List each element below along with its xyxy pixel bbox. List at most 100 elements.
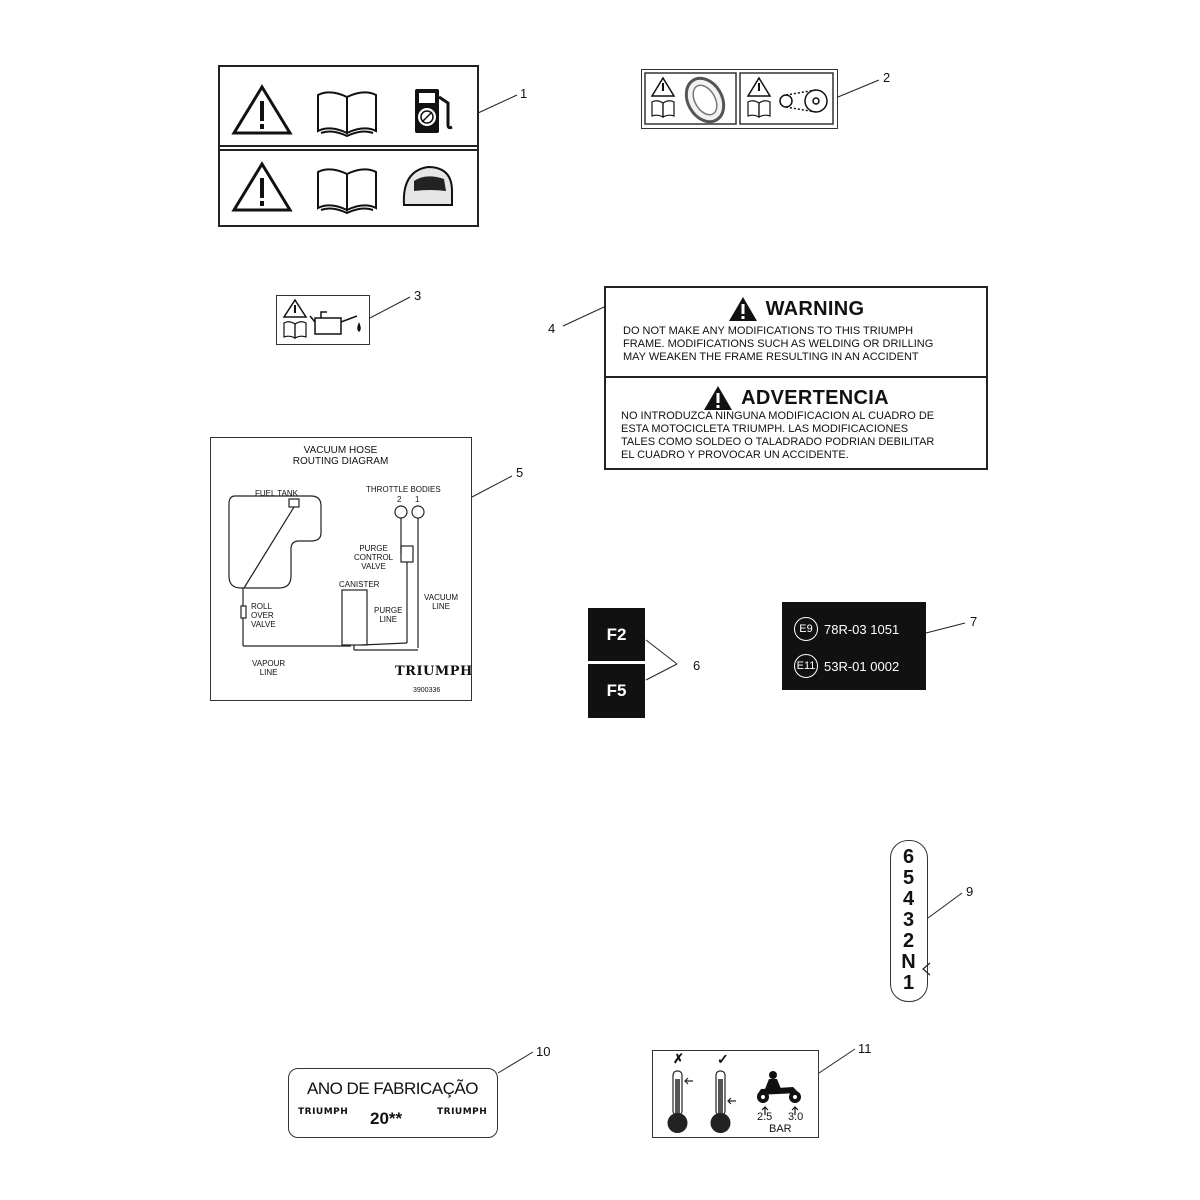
gear-list: 6 5 4 3 2 N 1 [891, 847, 926, 994]
e-mark-circle: E9 [794, 617, 818, 641]
rear-pressure-value: 3.0 [788, 1111, 804, 1123]
text-line: PURGE [359, 544, 388, 553]
manual-book-icon [317, 168, 377, 215]
oil-can-icon [309, 311, 361, 335]
callout-number-7: 7 [970, 614, 978, 629]
text-line: VALVE [251, 620, 276, 629]
manual-book-icon [283, 321, 307, 339]
callout-number-10: 10 [536, 1044, 551, 1059]
text-line: CONTROL [354, 553, 394, 562]
warning-title: WARNING [765, 297, 865, 320]
callout-number-3: 3 [414, 288, 422, 303]
text-line: LINE [259, 668, 278, 677]
warning-triangle-icon [704, 386, 733, 410]
leader-11 [818, 1048, 856, 1074]
throttle-body-2-label: 2 [397, 495, 402, 504]
title-line: ROUTING DIAGRAM [292, 456, 389, 467]
warning-line: FRAME. MODIFICATIONS SUCH AS WELDING OR … [623, 338, 934, 350]
warning-triangle-icon [746, 76, 772, 97]
warning-line: DO NOT MAKE ANY MODIFICATIONS TO THIS TR… [623, 325, 914, 337]
callout-number-2: 2 [883, 70, 891, 85]
advertencia-line: ESTA MOTOCICLETA TRIUMPH. LAS MODIFICACI… [621, 423, 909, 435]
label-9-gear-indicator: 6 5 4 3 2 N 1 [890, 840, 931, 1002]
thermometer-warm-icon [710, 1070, 736, 1133]
fuel-tank-label: FUEL TANK [255, 489, 298, 498]
fuse-label-f5: F5 [588, 664, 645, 718]
warning-triangle-icon [728, 297, 757, 321]
advertencia-text: NO INTRODUZCA NINGUNA MODIFICACION AL CU… [621, 410, 934, 462]
fuse-label-text: F2 [606, 624, 627, 644]
callout-number-4: 4 [548, 321, 556, 336]
fuse-label-f2: F2 [588, 608, 645, 661]
label-7-approval-marks: E9 78R-03 1051 E11 53R-01 0002 [782, 602, 926, 690]
throttle-body-1-label: 1 [415, 495, 420, 504]
warning-triangle-icon [231, 161, 293, 212]
warning-heading: WARNING [606, 296, 986, 322]
text-line: VACUUM [424, 593, 459, 602]
diagram-title: VACUUM HOSE ROUTING DIAGRAM [211, 445, 470, 467]
fuel-pump-icon [415, 89, 453, 133]
label-1-warning-icons [218, 65, 479, 227]
warning-triangle-icon [282, 298, 308, 318]
gear-n: N [901, 951, 916, 973]
warning-text: DO NOT MAKE ANY MODIFICATIONS TO THIS TR… [623, 325, 933, 364]
leader-6a [645, 639, 678, 665]
tyre-icon [684, 76, 726, 124]
advertencia-title: ADVERTENCIA [741, 386, 889, 409]
label-5-vacuum-hose-diagram: VACUUM HOSE ROUTING DIAGRAM [210, 437, 472, 701]
leader-9 [927, 892, 963, 919]
manual-book-icon [651, 100, 675, 118]
year-title-text: ANO DE FABRICAÇÃO [307, 1079, 478, 1098]
triumph-logo-right: TRIUMPH [437, 1107, 488, 1117]
label-2-tyre-chain [641, 69, 838, 129]
gear-6: 6 [902, 846, 915, 868]
label-4-frame-warning: WARNING DO NOT MAKE ANY MODIFICATIONS TO… [604, 286, 988, 470]
pressure-unit: BAR [769, 1123, 792, 1135]
neutral-pointer-icon [922, 962, 931, 976]
canister-label: CANISTER [339, 580, 380, 589]
approval-code: 78R-03 1051 [824, 621, 900, 637]
text-line: VAPOUR [252, 659, 286, 668]
leader-5 [471, 475, 513, 498]
warning-triangle-icon [650, 76, 676, 97]
motorcycle-rider-icon [757, 1071, 801, 1115]
approval-code: 53R-01 0002 [824, 658, 900, 674]
manual-book-icon [747, 100, 771, 118]
callout-number-6: 6 [693, 658, 701, 673]
part-number: 3900336 [413, 687, 441, 694]
text-line: LINE [432, 602, 450, 611]
advertencia-line: NO INTRODUZCA NINGUNA MODIFICACION AL CU… [621, 410, 935, 422]
chain-sprocket-icon [779, 89, 828, 113]
warning-line: MAY WEAKEN THE FRAME RESULTING IN AN ACC… [623, 351, 919, 363]
gear-2: 2 [902, 930, 915, 952]
check-mark-icon: ✓ [717, 1051, 729, 1067]
approval-row-2: E11 53R-01 0002 [794, 654, 899, 678]
leader-6b [645, 663, 678, 681]
advertencia-line: EL CUADRO Y PROVOCAR UN ACCIDENTE. [621, 449, 849, 461]
gear-4: 4 [902, 888, 915, 910]
callout-number-11: 11 [858, 1041, 872, 1056]
leader-2 [837, 79, 880, 98]
gear-3: 3 [902, 909, 915, 931]
manual-book-icon [317, 91, 377, 138]
hose-routing-drawing [228, 495, 425, 651]
roll-over-valve-label: ROLL OVER VALVE [251, 602, 276, 629]
advertencia-line: TALES COMO SOLDEO O TALADRADO PODRIAN DE… [621, 436, 935, 448]
divider [606, 376, 986, 378]
gear-1: 1 [902, 972, 915, 994]
approval-row-1: E9 78R-03 1051 [794, 617, 899, 641]
fuse-label-text: F5 [606, 681, 627, 700]
callout-number-5: 5 [516, 465, 524, 480]
leader-3 [369, 296, 411, 319]
leader-1 [477, 94, 518, 114]
year-value: 20** [370, 1109, 403, 1128]
text-line: VALVE [361, 562, 386, 571]
label-3-oil [276, 295, 370, 345]
e-mark-circle: E11 [794, 654, 818, 678]
label-10-year-of-manufacture: ANO DE FABRICAÇÃO TRIUMPH 20** TRIUMPH [288, 1068, 498, 1138]
cross-mark-icon: ✗ [673, 1051, 684, 1066]
callout-number-1: 1 [520, 86, 528, 101]
text-line: PURGE [374, 606, 403, 615]
text-line: ROLL [251, 602, 272, 611]
